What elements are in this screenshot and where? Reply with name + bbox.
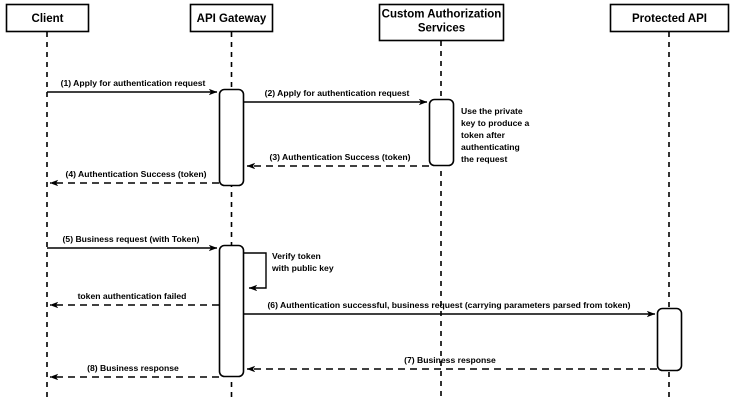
message-self-verify-token-label-line1: Verify token [272,251,321,261]
activation-bars-group [218,88,683,378]
activation-bar-gateway-business[interactable] [218,244,245,378]
message-6-label: (6) Authentication successful, business … [267,300,630,310]
participant-box-protected[interactable] [609,3,730,33]
message-4-label: (4) Authentication Success (token) [65,169,206,179]
message-2[interactable]: (2) Apply for authentication request [244,88,428,106]
message-self-verify-token[interactable]: Verify token with public key [244,251,334,292]
note-private-key: Use the private key to produce a token a… [461,106,530,164]
message-1[interactable]: (1) Apply for authentication request [47,78,218,96]
participant-box-gateway[interactable] [189,3,274,33]
participant-label-client: Client [32,13,64,25]
participant-client[interactable]: Client [5,3,90,33]
note-private-key-line3: token after [461,130,506,140]
note-private-key-line2: key to produce a [461,118,530,128]
message-token-authentication-failed[interactable]: token authentication failed [49,291,219,309]
message-token-authentication-failed-label: token authentication failed [78,291,187,301]
participant-label-authsvc-line2: Services [418,23,465,35]
participant-box-authsvc[interactable] [378,3,505,42]
note-private-key-line5: the request [461,154,507,164]
message-8[interactable]: (8) Business response [49,363,219,381]
message-7[interactable]: (7) Business response [246,355,657,373]
message-4[interactable]: (4) Authentication Success (token) [49,169,219,187]
participant-label-authsvc-line1: Custom Authorization [382,9,502,21]
message-3[interactable]: (3) Authentication Success (token) [246,152,429,170]
message-8-label: (8) Business response [87,363,179,373]
participant-authsvc[interactable]: Custom Authorization Services [378,3,505,42]
message-5-label: (5) Business request (with Token) [63,234,200,244]
message-5[interactable]: (5) Business request (with Token) [47,234,218,252]
participant-protected[interactable]: Protected API [609,3,730,33]
participant-box-client[interactable] [5,3,90,33]
message-7-label: (7) Business response [404,355,496,365]
message-self-verify-token-arrow [244,252,267,292]
participant-label-protected: Protected API [632,13,707,25]
activation-bar-authsvc[interactable] [428,98,455,167]
participant-gateway[interactable]: API Gateway [189,3,274,33]
message-1-label: (1) Apply for authentication request [61,78,206,88]
note-private-key-line4: authenticating [461,142,520,152]
activation-bar-gateway-auth[interactable] [218,88,245,187]
message-3-label: (3) Authentication Success (token) [269,152,410,162]
message-self-verify-token-label-line2: with public key [271,263,334,273]
activation-bar-protected[interactable] [656,307,683,372]
message-2-label: (2) Apply for authentication request [265,88,410,98]
message-6[interactable]: (6) Authentication successful, business … [244,300,656,318]
note-private-key-line1: Use the private [461,106,523,116]
participant-label-gateway: API Gateway [197,13,267,25]
